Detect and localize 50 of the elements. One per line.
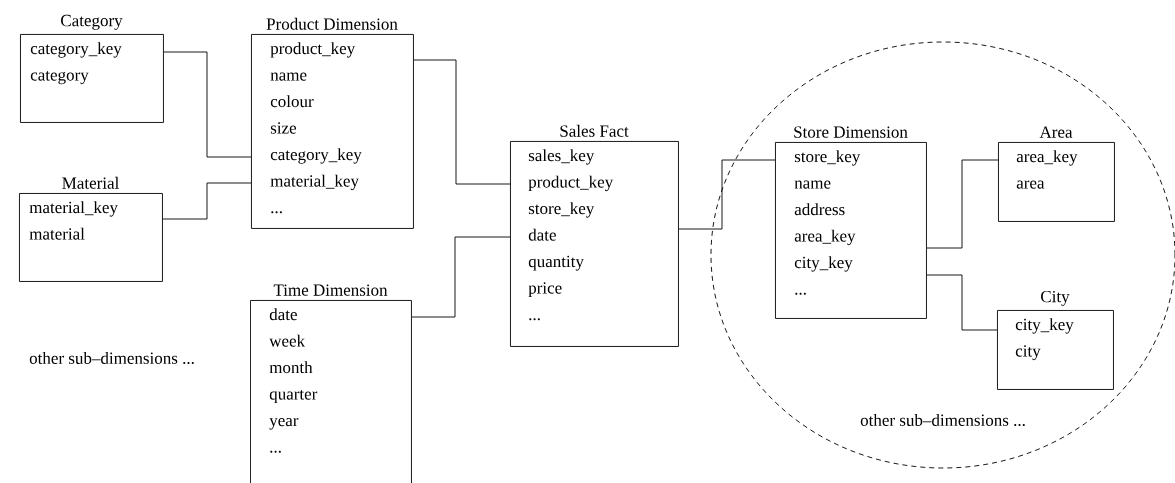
connector-line	[163, 51, 252, 158]
node-label: store_key	[528, 202, 595, 218]
table-title: Time Dimension	[273, 284, 388, 296]
node-label: ...	[529, 318, 540, 321]
connector-line	[926, 159, 999, 249]
node-label: address	[794, 203, 845, 216]
table-box: area_key area	[998, 142, 1115, 222]
connector-line	[162, 182, 252, 220]
table-box: material_key material	[19, 193, 163, 282]
connector-line	[413, 59, 511, 185]
table-box: store_key name address area_key city_key ...	[775, 142, 927, 319]
table-box: category_key category	[20, 34, 164, 123]
node-label: name	[794, 180, 831, 189]
connector-line	[926, 274, 998, 331]
node-label: ...	[271, 211, 282, 214]
note-text: other sub–dimensions ...	[29, 352, 194, 364]
node-label: city_key	[794, 256, 853, 272]
node-label: month	[269, 361, 313, 374]
table-title: Material	[62, 176, 119, 189]
node-label: quantity	[528, 255, 584, 271]
node-label: sales_key	[528, 149, 595, 165]
node-label: store_key	[794, 150, 861, 166]
node-label: date	[269, 308, 297, 321]
node-label: date	[528, 228, 556, 241]
table-box: sales_key product_key store_key date quantity price ...	[510, 141, 679, 347]
node-label: material_key	[270, 174, 359, 191]
table-box: date week month quarter year ...	[250, 300, 412, 483]
table-box: city_key city	[997, 310, 1114, 390]
node-label: price	[528, 282, 562, 298]
node-label: colour	[270, 95, 314, 108]
node-label: product_key	[270, 42, 356, 58]
table-box: product_key name colour size category_key material_key ...	[251, 34, 414, 229]
table-title: Area	[1039, 126, 1073, 138]
node-label: area_key	[794, 229, 856, 246]
node-label: quarter	[269, 389, 318, 404]
node-label: name	[270, 72, 307, 81]
table-title: City	[1041, 290, 1070, 306]
connector-line	[678, 159, 776, 230]
node-label: ...	[795, 292, 806, 295]
node-label: ...	[270, 450, 281, 453]
table-title: Category	[61, 14, 123, 30]
node-label: year	[269, 417, 299, 430]
table-title: Store Dimension	[794, 126, 908, 138]
node-label: week	[269, 334, 306, 347]
table-title: Product Dimension	[266, 17, 398, 30]
node-label: size	[270, 122, 297, 134]
node-label: category_key	[270, 148, 362, 164]
table-title: Sales Fact	[560, 124, 629, 137]
connector-line	[411, 236, 511, 318]
node-label: product_key	[528, 175, 614, 192]
